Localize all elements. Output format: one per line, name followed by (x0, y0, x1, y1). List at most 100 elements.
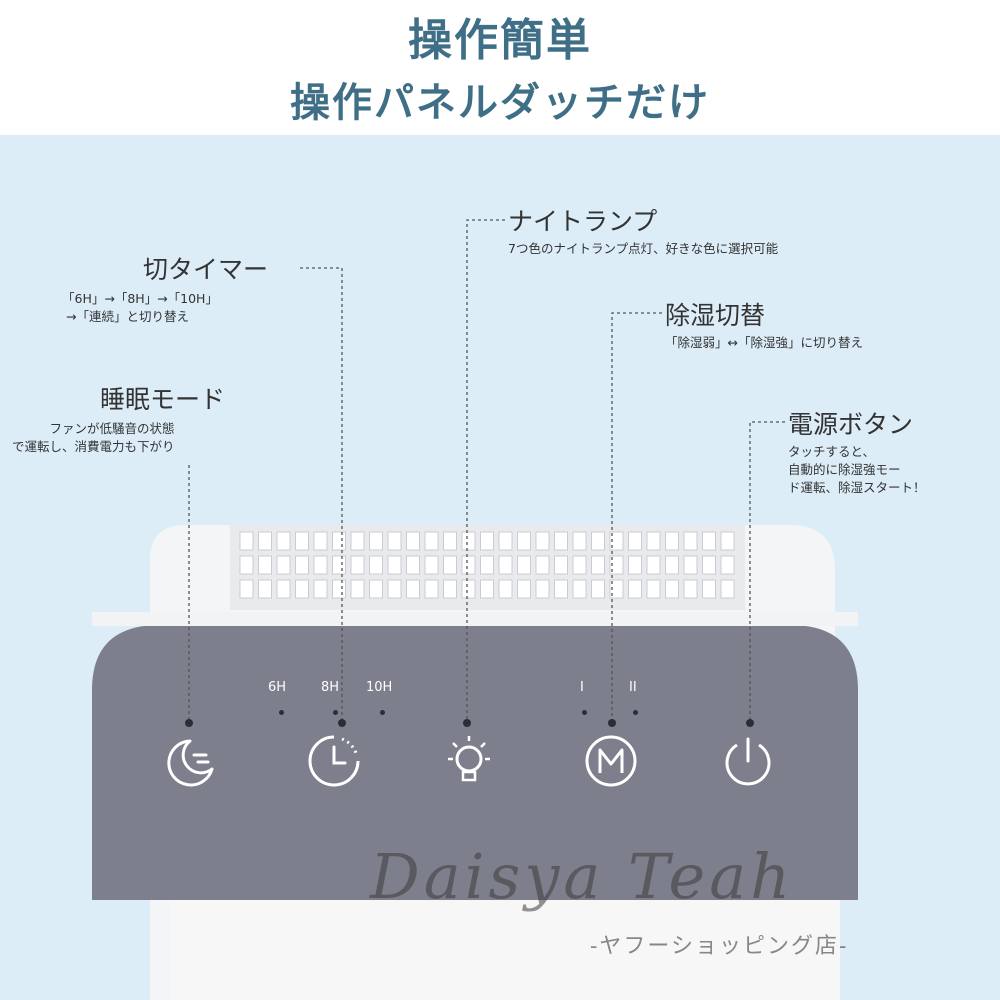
grille-slot (258, 531, 272, 551)
grille-slot (572, 531, 587, 551)
control-panel (92, 625, 858, 900)
grille-slot (683, 555, 698, 575)
grille-slot (443, 531, 457, 551)
grille-slot (276, 531, 291, 551)
power-label: 電源ボタン (788, 410, 914, 439)
grille-slot (295, 555, 309, 575)
grille-slot (646, 531, 661, 551)
header-banner: 操作簡単 操作パネルダッチだけ (0, 0, 1000, 135)
grille-slot (665, 531, 679, 551)
grille-slot (517, 579, 531, 599)
grille-slot (591, 555, 605, 575)
grille-slot (239, 555, 254, 575)
grille-slot (609, 555, 624, 575)
grille-slot (369, 579, 383, 599)
grille-slot (665, 579, 679, 599)
grille-slot (628, 579, 642, 599)
grille-slot (646, 555, 661, 575)
panel-seam (92, 612, 858, 626)
grille-slot (443, 579, 457, 599)
timer-8h-label: 8H (321, 680, 340, 695)
grille-slot (258, 579, 272, 599)
indicator-10h (380, 710, 385, 715)
dehumid-description: 「除湿弱」↔「除湿強」に切り替え (665, 335, 863, 350)
grille-slot (369, 531, 383, 551)
grille-slot (461, 531, 476, 551)
grille-slot (387, 555, 402, 575)
grille-slot (369, 555, 383, 575)
grille-slot (406, 579, 420, 599)
indicator-8h (333, 710, 338, 715)
grille-slot (350, 579, 365, 599)
dehumid-label: 除湿切替 (665, 301, 766, 330)
grille-slot (480, 579, 494, 599)
indicator-level-1 (582, 710, 587, 715)
grille-slot (720, 579, 735, 599)
grille-slot (535, 579, 550, 599)
leader-dehumid (611, 312, 662, 723)
nightlamp-label: ナイトランプ (508, 207, 658, 236)
leader-power (749, 421, 785, 723)
timer-description: 「6H」→「8H」→「10H」 →「連続」と切り替え (62, 291, 218, 324)
grille-slot (313, 531, 328, 551)
grille-slot (683, 531, 698, 551)
grille-slot (276, 579, 291, 599)
grille-slot (572, 555, 587, 575)
grille-slot (517, 555, 531, 575)
timer-6h-label: 6H (268, 680, 287, 695)
grille-slot (350, 555, 365, 575)
grille-slot (720, 555, 735, 575)
sleep-mode-icon[interactable] (162, 735, 218, 791)
grille-slot (461, 555, 476, 575)
indicator-level-2 (633, 710, 638, 715)
grille-slot (258, 555, 272, 575)
grille-slot (424, 555, 439, 575)
grille-slot (498, 579, 513, 599)
power-icon[interactable] (720, 733, 776, 789)
grille-slot (461, 579, 476, 599)
grille-slot (350, 531, 365, 551)
grille-slot (535, 555, 550, 575)
grille-slot (406, 555, 420, 575)
sleep-label: 睡眠モード (100, 385, 226, 414)
leader-timer (300, 267, 343, 723)
grille-slot (628, 531, 642, 551)
timer-label: 切タイマー (143, 255, 269, 284)
indicator-6h (279, 710, 284, 715)
grille-slot (424, 531, 439, 551)
grille-slot (517, 531, 531, 551)
leader-lamp (466, 219, 505, 723)
grille-slot (387, 579, 402, 599)
grille-slot (498, 531, 513, 551)
grille-slot (665, 555, 679, 575)
grille-slot (295, 579, 309, 599)
power-description: タッチすると、 自動的に除湿強モー ド運転、除湿スタート！ (788, 444, 926, 495)
grille-slot (591, 531, 605, 551)
mode-switch-icon[interactable] (583, 733, 639, 789)
grille-slot (535, 531, 550, 551)
timer-icon[interactable] (305, 732, 363, 790)
night-lamp-icon[interactable] (440, 732, 498, 794)
grille-slot (480, 531, 494, 551)
grille-slot (276, 555, 291, 575)
device-lower-body (170, 880, 840, 1000)
grille-slot (239, 531, 254, 551)
grille-slot (406, 531, 420, 551)
grille-slot (591, 579, 605, 599)
grille-slot (239, 579, 254, 599)
grille-slot (702, 531, 716, 551)
grille-slot (702, 579, 716, 599)
grille-slot (295, 531, 309, 551)
grille-slot (609, 531, 624, 551)
timer-10h-label: 10H (366, 680, 393, 695)
grille-slot (609, 579, 624, 599)
nightlamp-description: 7つ色のナイトランプ点灯、好きな色に選択可能 (508, 241, 779, 256)
grille-slot (424, 579, 439, 599)
watermark-brand: Daisya Teah (370, 840, 795, 913)
grille-slot (313, 579, 328, 599)
page-subtitle: 操作パネルダッチだけ (290, 80, 710, 126)
grille-slot (628, 555, 642, 575)
grille-slot (554, 579, 568, 599)
grille-slot (572, 579, 587, 599)
